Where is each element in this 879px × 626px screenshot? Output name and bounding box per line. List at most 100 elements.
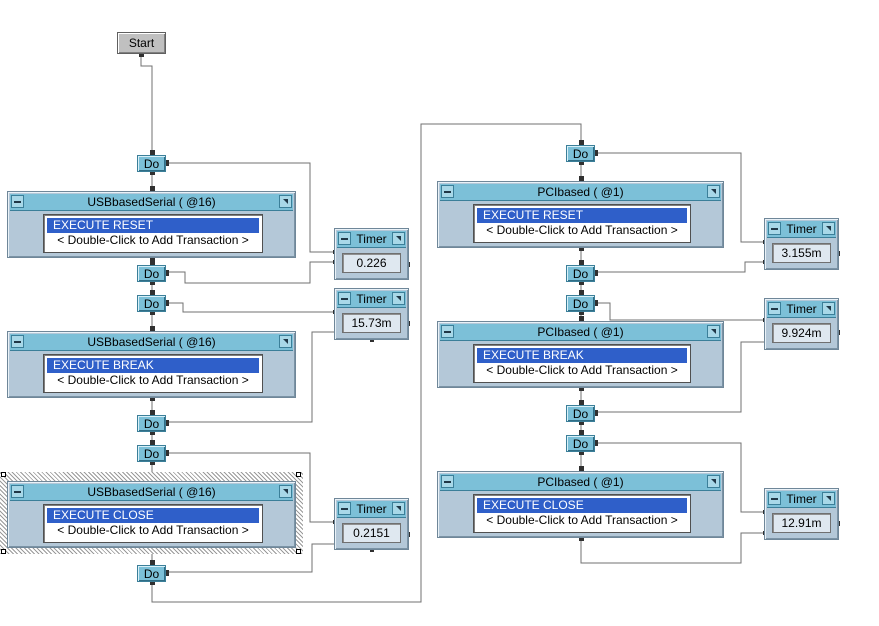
transaction-item[interactable]: EXECUTE RESET — [47, 218, 259, 233]
timer-object[interactable]: Timer 0.2151 — [334, 498, 409, 550]
timer-title-text: Timer — [786, 492, 817, 506]
minimize-icon[interactable] — [441, 475, 454, 488]
panel-title-text: USBbasedSerial ( @16) — [87, 335, 216, 349]
do-object[interactable]: Do — [137, 565, 166, 582]
transaction-item[interactable]: EXECUTE BREAK — [47, 358, 259, 373]
timer-title-text: Timer — [356, 502, 387, 516]
add-transaction-hint[interactable]: < Double-Click to Add Transaction > — [57, 233, 249, 247]
add-transaction-hint[interactable]: < Double-Click to Add Transaction > — [57, 523, 249, 537]
do-object[interactable]: Do — [566, 265, 595, 282]
do-object[interactable]: Do — [137, 415, 166, 432]
transaction-item[interactable]: EXECUTE RESET — [477, 208, 687, 223]
transaction-item[interactable]: EXECUTE CLOSE — [47, 508, 259, 523]
object-menu-icon[interactable] — [707, 325, 720, 338]
panel-title[interactable]: USBbasedSerial ( @16) — [10, 484, 293, 501]
timer-title[interactable]: Timer — [337, 291, 406, 308]
transaction-list[interactable]: EXECUTE RESET < Double-Click to Add Tran… — [43, 214, 263, 253]
object-menu-icon[interactable] — [392, 502, 405, 515]
do-object[interactable]: Do — [137, 295, 166, 312]
minimize-icon[interactable] — [441, 185, 454, 198]
resize-handle[interactable] — [1, 549, 6, 554]
timer-object[interactable]: Timer 3.155m — [764, 218, 839, 270]
minimize-icon[interactable] — [441, 325, 454, 338]
panel-title[interactable]: PCIbased ( @1) — [440, 324, 721, 341]
timer-title-text: Timer — [356, 292, 387, 306]
minimize-icon[interactable] — [768, 302, 781, 315]
object-menu-icon[interactable] — [392, 232, 405, 245]
minimize-icon[interactable] — [11, 195, 24, 208]
start-button[interactable]: Start — [117, 32, 166, 54]
object-menu-icon[interactable] — [822, 492, 835, 505]
do-object[interactable]: Do — [566, 435, 595, 452]
panel-title-text: PCIbased ( @1) — [537, 185, 624, 199]
panel-title[interactable]: PCIbased ( @1) — [440, 474, 721, 491]
minimize-icon[interactable] — [768, 492, 781, 505]
timer-object[interactable]: Timer 12.91m — [764, 488, 839, 540]
transaction-item[interactable]: EXECUTE CLOSE — [477, 498, 687, 513]
timer-title[interactable]: Timer — [767, 491, 836, 508]
minimize-icon[interactable] — [768, 222, 781, 235]
object-menu-icon[interactable] — [822, 222, 835, 235]
object-menu-icon[interactable] — [392, 292, 405, 305]
do-object[interactable]: Do — [566, 145, 595, 162]
minimize-icon[interactable] — [338, 232, 351, 245]
add-transaction-hint[interactable]: < Double-Click to Add Transaction > — [486, 513, 678, 527]
panel-title-text: USBbasedSerial ( @16) — [87, 485, 216, 499]
timer-title[interactable]: Timer — [337, 501, 406, 518]
panel-title[interactable]: USBbasedSerial ( @16) — [10, 334, 293, 351]
timer-title[interactable]: Timer — [767, 301, 836, 318]
do-object[interactable]: Do — [137, 445, 166, 462]
usb-serial-panel-break[interactable]: USBbasedSerial ( @16) EXECUTE BREAK < Do… — [7, 331, 296, 398]
add-transaction-hint[interactable]: < Double-Click to Add Transaction > — [57, 373, 249, 387]
do-object[interactable]: Do — [566, 405, 595, 422]
minimize-icon[interactable] — [11, 335, 24, 348]
timer-value: 15.73m — [342, 313, 401, 333]
timer-title-text: Timer — [786, 222, 817, 236]
transaction-list[interactable]: EXECUTE BREAK < Double-Click to Add Tran… — [43, 354, 263, 393]
minimize-icon[interactable] — [11, 485, 24, 498]
pci-panel-close[interactable]: PCIbased ( @1) EXECUTE CLOSE < Double-Cl… — [437, 471, 724, 538]
object-menu-icon[interactable] — [822, 302, 835, 315]
usb-serial-panel-close[interactable]: USBbasedSerial ( @16) EXECUTE CLOSE < Do… — [7, 481, 296, 548]
timer-title[interactable]: Timer — [337, 231, 406, 248]
transaction-list[interactable]: EXECUTE CLOSE < Double-Click to Add Tran… — [473, 494, 691, 533]
timer-object[interactable]: Timer 0.226 — [334, 228, 409, 280]
object-menu-icon[interactable] — [279, 485, 292, 498]
object-menu-icon[interactable] — [707, 475, 720, 488]
timer-object[interactable]: Timer 9.924m — [764, 298, 839, 350]
usb-serial-panel-reset[interactable]: USBbasedSerial ( @16) EXECUTE RESET < Do… — [7, 191, 296, 258]
do-object[interactable]: Do — [137, 265, 166, 282]
add-transaction-hint[interactable]: < Double-Click to Add Transaction > — [486, 363, 678, 377]
do-object[interactable]: Do — [137, 155, 166, 172]
transaction-list[interactable]: EXECUTE BREAK < Double-Click to Add Tran… — [473, 344, 691, 383]
transaction-list[interactable]: EXECUTE CLOSE < Double-Click to Add Tran… — [43, 504, 263, 543]
object-menu-icon[interactable] — [279, 335, 292, 348]
panel-title-text: PCIbased ( @1) — [537, 325, 624, 339]
timer-title-text: Timer — [786, 302, 817, 316]
timer-title-text: Timer — [356, 232, 387, 246]
do-object[interactable]: Do — [566, 295, 595, 312]
resize-handle[interactable] — [296, 472, 301, 477]
minimize-icon[interactable] — [338, 292, 351, 305]
transaction-item[interactable]: EXECUTE BREAK — [477, 348, 687, 363]
object-menu-icon[interactable] — [707, 185, 720, 198]
timer-object[interactable]: Timer 15.73m — [334, 288, 409, 340]
timer-value: 0.226 — [342, 253, 401, 273]
resize-handle[interactable] — [296, 549, 301, 554]
panel-title-text: PCIbased ( @1) — [537, 475, 624, 489]
timer-title[interactable]: Timer — [767, 221, 836, 238]
panel-title[interactable]: USBbasedSerial ( @16) — [10, 194, 293, 211]
object-menu-icon[interactable] — [279, 195, 292, 208]
panel-title[interactable]: PCIbased ( @1) — [440, 184, 721, 201]
pci-panel-reset[interactable]: PCIbased ( @1) EXECUTE RESET < Double-Cl… — [437, 181, 724, 248]
panel-title-text: USBbasedSerial ( @16) — [87, 195, 216, 209]
minimize-icon[interactable] — [338, 502, 351, 515]
timer-value: 3.155m — [772, 243, 831, 263]
timer-value: 0.2151 — [342, 523, 401, 543]
transaction-list[interactable]: EXECUTE RESET < Double-Click to Add Tran… — [473, 204, 691, 243]
resize-handle[interactable] — [1, 472, 6, 477]
add-transaction-hint[interactable]: < Double-Click to Add Transaction > — [486, 223, 678, 237]
pci-panel-break[interactable]: PCIbased ( @1) EXECUTE BREAK < Double-Cl… — [437, 321, 724, 388]
timer-value: 12.91m — [772, 513, 831, 533]
